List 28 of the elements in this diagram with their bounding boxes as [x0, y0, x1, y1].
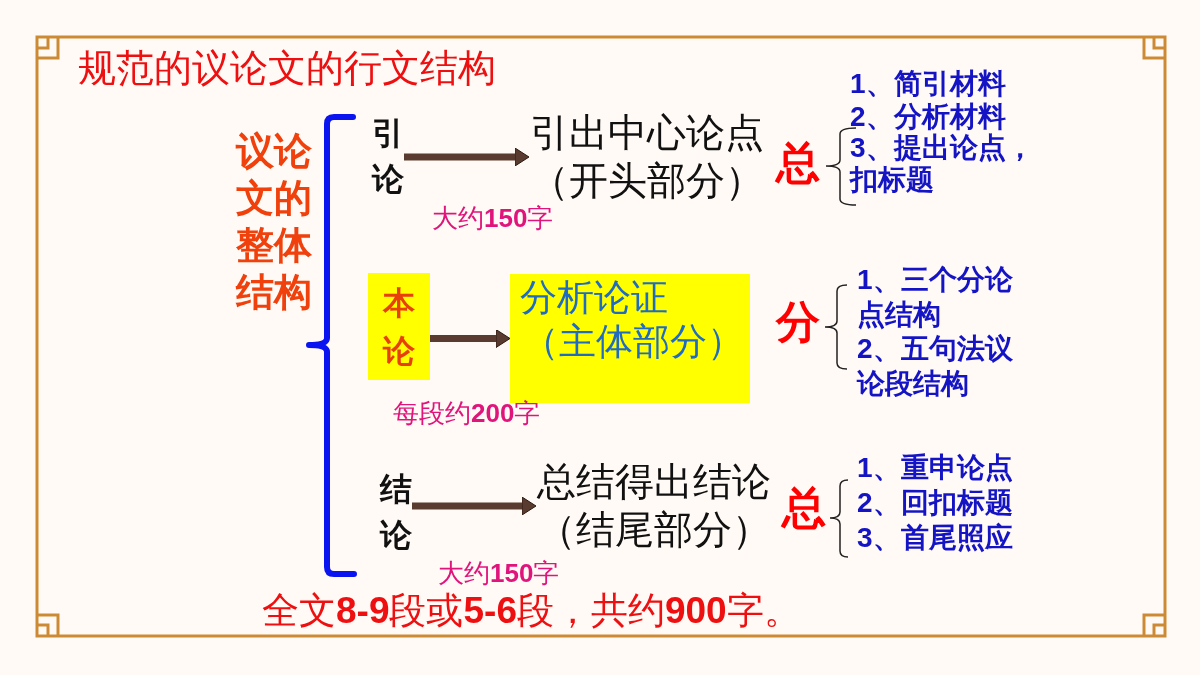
word-count-note: 大约150字 [432, 203, 554, 233]
list-item: 3、提出论点，扣标题 [850, 132, 1035, 196]
part-subtitle: （结尾部分） [537, 507, 771, 553]
section-label: 本论 [383, 283, 415, 371]
list-item: 2、回扣标题 [857, 486, 1014, 520]
highlight-box [368, 273, 430, 380]
part-subtitle: （开头部分） [530, 158, 764, 204]
section-label: 结论 [380, 470, 412, 555]
title: 规范的议论文的行文结构 [78, 46, 496, 91]
part-subtitle: （主体部分） [521, 320, 744, 364]
key-character: 总 [776, 139, 820, 187]
arrow [430, 329, 511, 348]
list-item: 1、简引材料 [850, 68, 1007, 100]
key-character: 总 [782, 484, 826, 532]
list-item: 2、分析材料 [850, 101, 1007, 133]
word-count-note: 大约150字 [438, 558, 560, 588]
word-count-note: 每段约200字 [393, 398, 541, 428]
list-item: 3、首尾照应 [857, 521, 1014, 555]
structure-heading: 议论文的整体结构 [236, 129, 312, 315]
list-item: 1、三个分论点结构 [857, 263, 1014, 332]
summary-note: 全文8-9段或5-6段，共约900字。 [262, 589, 801, 633]
key-character: 分 [776, 298, 820, 346]
section-label: 引论 [372, 114, 404, 199]
part-title: 总结得出结论 [537, 459, 771, 505]
part-title: 引出中心论点 [530, 110, 764, 156]
part-title: 分析论证 [519, 276, 668, 320]
list-item: 1、重申论点 [857, 451, 1014, 485]
list-item: 2、五句法议论段结构 [857, 332, 1014, 401]
